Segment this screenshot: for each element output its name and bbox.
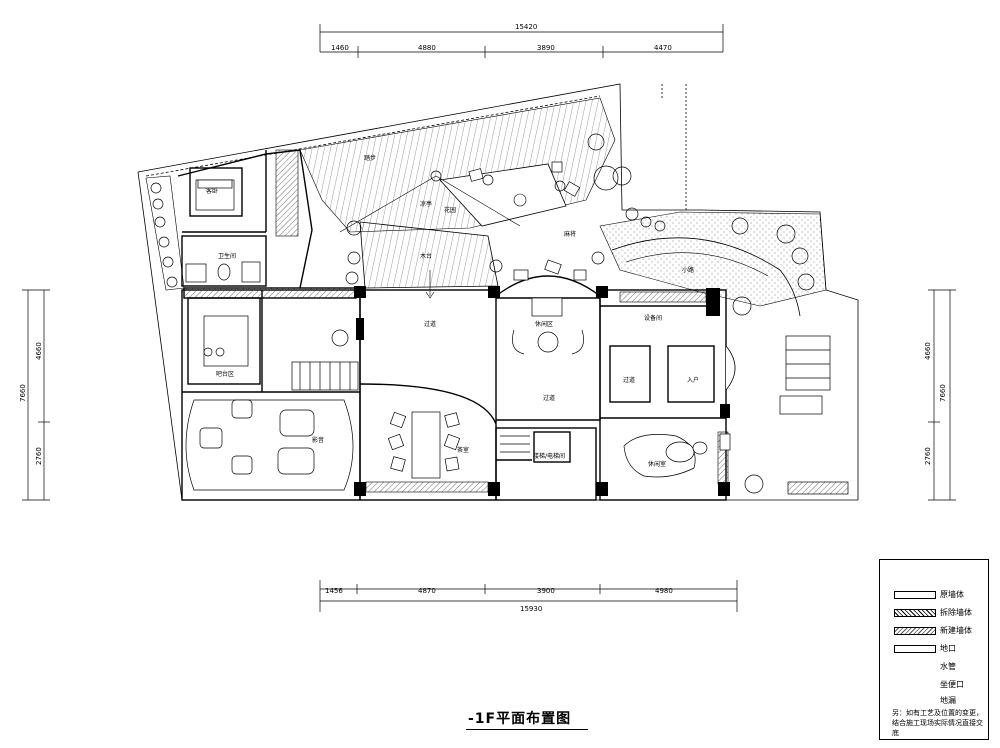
legend-label: 坐便口 xyxy=(940,680,964,689)
label-corridor-center: 过道 xyxy=(543,394,555,402)
label-pavilion: 凉亭 xyxy=(420,200,432,208)
dimension-right xyxy=(928,289,956,501)
label-leisure-room: 休闲室 xyxy=(648,460,666,468)
dim-right-seg-2: 2760 xyxy=(924,447,932,465)
label-bar: 吧台区 xyxy=(216,370,234,378)
label-mahjong: 麻将 xyxy=(564,230,576,238)
label-steps: 踏步 xyxy=(364,154,376,162)
label-bedroom: 客卧 xyxy=(206,187,218,195)
legend-row: 原墙体 xyxy=(880,586,988,604)
legend-row: 新建墙体 xyxy=(880,622,988,640)
dim-left-seg-2: 2760 xyxy=(35,447,43,465)
dimension-bottom xyxy=(319,580,738,612)
label-entrance: 入户 xyxy=(687,376,699,384)
new-wall-strip xyxy=(619,291,707,303)
dim-left-total: 7660 xyxy=(19,384,27,402)
label-tea-room: 茶室 xyxy=(457,446,469,454)
legend-label: 新建墙体 xyxy=(940,626,972,635)
dim-top-seg-4: 4470 xyxy=(654,44,672,52)
dimension-left xyxy=(22,289,50,501)
section-lines xyxy=(339,175,521,299)
new-wall-strip xyxy=(365,481,489,493)
legend-swatch-original-wall xyxy=(894,591,936,599)
dim-right-total: 7660 xyxy=(939,384,947,402)
label-leisure-area: 休闲区 xyxy=(535,320,553,328)
legend-label: 原墙体 xyxy=(940,590,964,599)
dim-top-seg-3: 3890 xyxy=(537,44,555,52)
label-sunken-garden: 花园 xyxy=(444,206,456,214)
legend-label: 水管 xyxy=(940,662,956,671)
legend-label: 拆除墙体 xyxy=(940,608,972,617)
dim-bottom-seg-4: 4980 xyxy=(655,587,673,595)
columns xyxy=(354,286,730,496)
legend-note: 另：如有工艺及位置的变更，结合施工现场实际情况直接交底 xyxy=(892,709,983,737)
dim-bottom-seg-2: 4870 xyxy=(418,587,436,595)
legend-row: 水管 xyxy=(880,658,988,676)
label-equipment-room: 设备间 xyxy=(644,314,662,322)
legend-label: 地漏 xyxy=(940,696,956,705)
new-wall-strip xyxy=(717,431,729,485)
wood-deck-strip xyxy=(299,97,616,233)
legend-row: 坐便口 xyxy=(880,676,988,694)
dim-top-total: 15420 xyxy=(515,23,537,31)
dim-bottom-total: 15930 xyxy=(520,605,542,613)
title-underline xyxy=(466,729,588,730)
dim-left-seg-1: 4660 xyxy=(35,342,43,360)
dim-right-seg-1: 4660 xyxy=(924,342,932,360)
legend-swatch-demolished-wall xyxy=(894,609,936,617)
dim-bottom-seg-1: 1456 xyxy=(325,587,343,595)
garden-path xyxy=(611,237,801,317)
legend-label: 地口 xyxy=(940,644,956,653)
dim-top-seg-1: 1460 xyxy=(331,44,349,52)
legend-row: 地口 xyxy=(880,640,988,658)
label-corridor-right: 过道 xyxy=(623,376,635,384)
label-deck: 木台 xyxy=(420,252,432,260)
furniture xyxy=(185,161,849,495)
legend: 原墙体 拆除墙体 新建墙体 地口 水管 坐便口 地漏 另：如有工艺及位置的变更，… xyxy=(879,559,989,740)
dimension-top xyxy=(319,24,724,58)
label-corridor-left: 过道 xyxy=(424,320,436,328)
dotted-garden xyxy=(599,211,827,307)
label-path: 小路 xyxy=(682,266,694,274)
dim-top-seg-2: 4880 xyxy=(418,44,436,52)
label-stairwell: 楼梯/电梯间 xyxy=(533,452,565,460)
landscape-plants xyxy=(150,133,815,494)
drawing-title: -1F平面布置图 xyxy=(468,711,572,727)
wardrobe xyxy=(275,149,299,237)
legend-swatch-opening xyxy=(894,645,936,653)
dim-bottom-seg-3: 3900 xyxy=(537,587,555,595)
legend-row: 地漏 xyxy=(880,692,988,710)
label-bathroom: 卫生间 xyxy=(218,252,236,260)
legend-row: 拆除墙体 xyxy=(880,604,988,622)
legend-swatch-new-wall xyxy=(894,627,936,635)
label-cinema: 影音 xyxy=(312,436,324,444)
